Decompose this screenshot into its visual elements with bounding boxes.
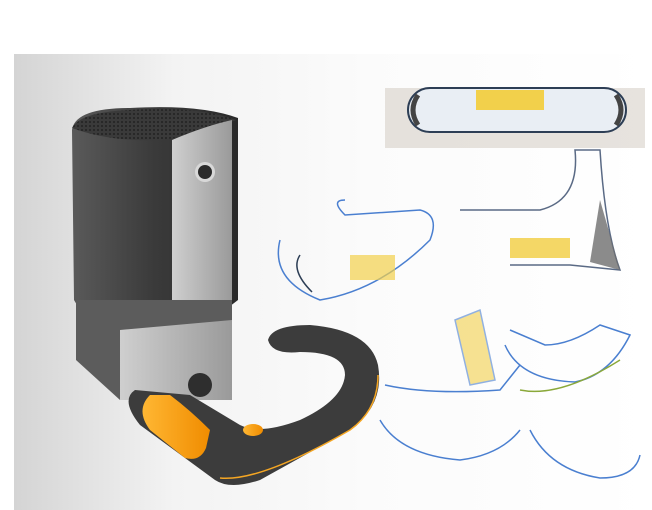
side-view-sketch [460,149,622,271]
lock-body-render [72,107,238,400]
perspective-sketches [277,199,641,479]
lever-handle-render [128,325,380,485]
top-view-sketch [385,87,645,148]
